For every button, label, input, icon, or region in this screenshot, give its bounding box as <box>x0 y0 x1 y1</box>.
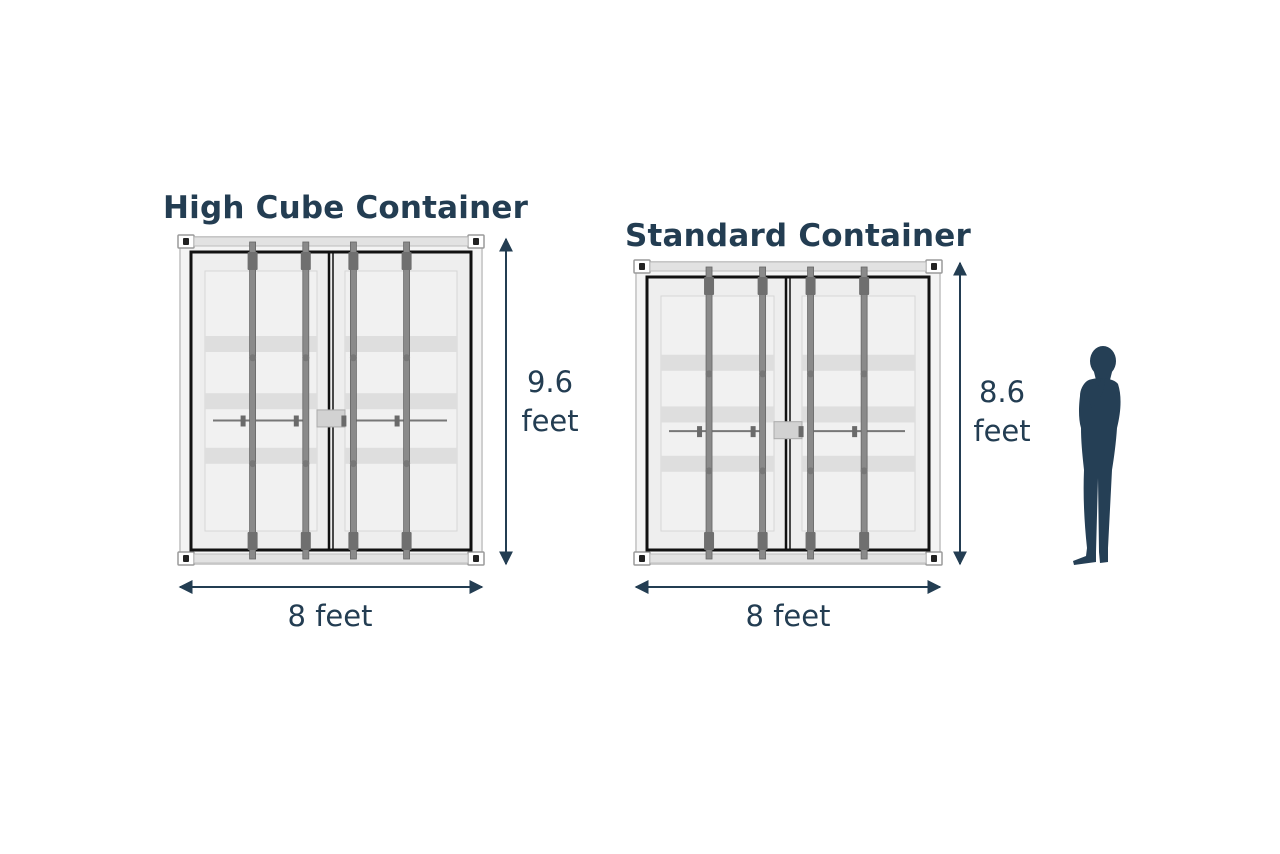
standard-door-band <box>802 406 915 423</box>
high-cube-bar-cam-top <box>247 252 258 270</box>
high-cube-bar-guide <box>349 354 357 362</box>
standard-door-band <box>661 455 774 472</box>
standard-bar-guide <box>860 370 868 378</box>
high-cube-handle-grip <box>293 415 299 427</box>
high-cube-bar-cam-top <box>300 252 311 270</box>
standard-bar-cam-top <box>859 277 870 295</box>
high-cube-width-label: 8 feet <box>287 599 373 633</box>
standard-bar-cam-top <box>757 277 768 295</box>
high-cube-handle-grip <box>341 415 347 427</box>
standard-bar-guide <box>705 467 713 475</box>
standard-top-rail <box>649 261 927 272</box>
high-cube-locking-bar <box>249 241 257 560</box>
high-cube-bar-guide <box>249 354 257 362</box>
standard-bar-cam-bottom <box>757 532 768 550</box>
standard-bar-guide <box>759 467 767 475</box>
standard-bar-cam-bottom <box>704 532 715 550</box>
high-cube-door-band <box>345 336 457 352</box>
standard-bar-guide <box>705 370 713 378</box>
high-cube-bar-guide <box>403 354 411 362</box>
standard-corner-hole <box>639 555 645 562</box>
high-cube-door-band <box>205 447 317 464</box>
standard-height-label: 8.6 feet <box>952 373 1052 451</box>
standard-locking-bar <box>759 266 767 560</box>
high-cube-door-band <box>205 336 317 352</box>
standard-door-band <box>661 406 774 423</box>
standard-bar-guide <box>860 467 868 475</box>
standard-handle-grip <box>798 426 804 438</box>
high-cube-locking-bar <box>403 241 411 560</box>
high-cube-bar-guide <box>302 354 310 362</box>
standard-height-number: 8.6 <box>978 375 1026 409</box>
high-cube-bar-guide <box>349 460 357 468</box>
high-cube-bar-guide <box>249 460 257 468</box>
high-cube-locking-bar <box>349 241 357 560</box>
high-cube-container-drawing <box>177 234 485 566</box>
standard-title: Standard Container <box>625 218 971 254</box>
high-cube-bar-cam-top <box>348 252 359 270</box>
high-cube-handle-grip <box>240 415 246 427</box>
standard-bottom-rail <box>649 553 927 564</box>
high-cube-bar-cam-bottom <box>348 532 359 550</box>
standard-door-band <box>802 354 915 371</box>
standard-width-label: 8 feet <box>745 599 831 633</box>
standard-height-unit: feet <box>973 414 1031 448</box>
high-cube-bar-guide <box>302 460 310 468</box>
high-cube-bar-cam-bottom <box>300 532 311 550</box>
high-cube-bar-cam-bottom <box>401 532 412 550</box>
standard-door-band <box>661 354 774 371</box>
standard-bar-guide <box>759 370 767 378</box>
person-silhouette-icon <box>1073 346 1121 565</box>
standard-bar-guide <box>807 467 815 475</box>
high-cube-bar-cam-top <box>401 252 412 270</box>
high-cube-handle-grip <box>394 415 400 427</box>
high-cube-corner-hole <box>473 555 479 562</box>
standard-bar-cam-top <box>704 277 715 295</box>
standard-handle-grip <box>750 426 756 438</box>
high-cube-bar-guide <box>403 460 411 468</box>
standard-container-drawing <box>633 259 943 566</box>
high-cube-height-label: 9.6 feet <box>500 363 600 441</box>
standard-corner-hole <box>931 263 937 270</box>
high-cube-title: High Cube Container <box>163 190 529 226</box>
standard-corner-hole <box>639 263 645 270</box>
standard-handle-grip <box>852 426 858 438</box>
standard-bar-guide <box>807 370 815 378</box>
high-cube-height-number: 9.6 <box>526 365 574 399</box>
high-cube-height-unit: feet <box>521 404 579 438</box>
standard-corner-hole <box>931 555 937 562</box>
high-cube-bar-cam-bottom <box>247 532 258 550</box>
standard-locking-bar <box>860 266 868 560</box>
standard-bar-cam-bottom <box>859 532 870 550</box>
standard-locking-bar <box>705 266 713 560</box>
standard-bar-cam-bottom <box>805 532 816 550</box>
standard-lock-plate <box>773 421 803 440</box>
high-cube-corner-hole <box>473 238 479 245</box>
high-cube-door-band <box>205 393 317 410</box>
high-cube-door-band <box>345 393 457 410</box>
high-cube-corner-hole <box>183 238 189 245</box>
standard-locking-bar <box>807 266 814 560</box>
high-cube-bottom-rail <box>193 553 469 564</box>
high-cube-door-band <box>345 447 457 464</box>
standard-door-band <box>802 455 915 472</box>
high-cube-lock-plate <box>316 409 346 428</box>
high-cube-corner-hole <box>183 555 189 562</box>
high-cube-locking-bar <box>302 241 310 560</box>
standard-handle-grip <box>697 426 703 438</box>
high-cube-top-rail <box>193 236 469 247</box>
standard-bar-cam-top <box>805 277 816 295</box>
